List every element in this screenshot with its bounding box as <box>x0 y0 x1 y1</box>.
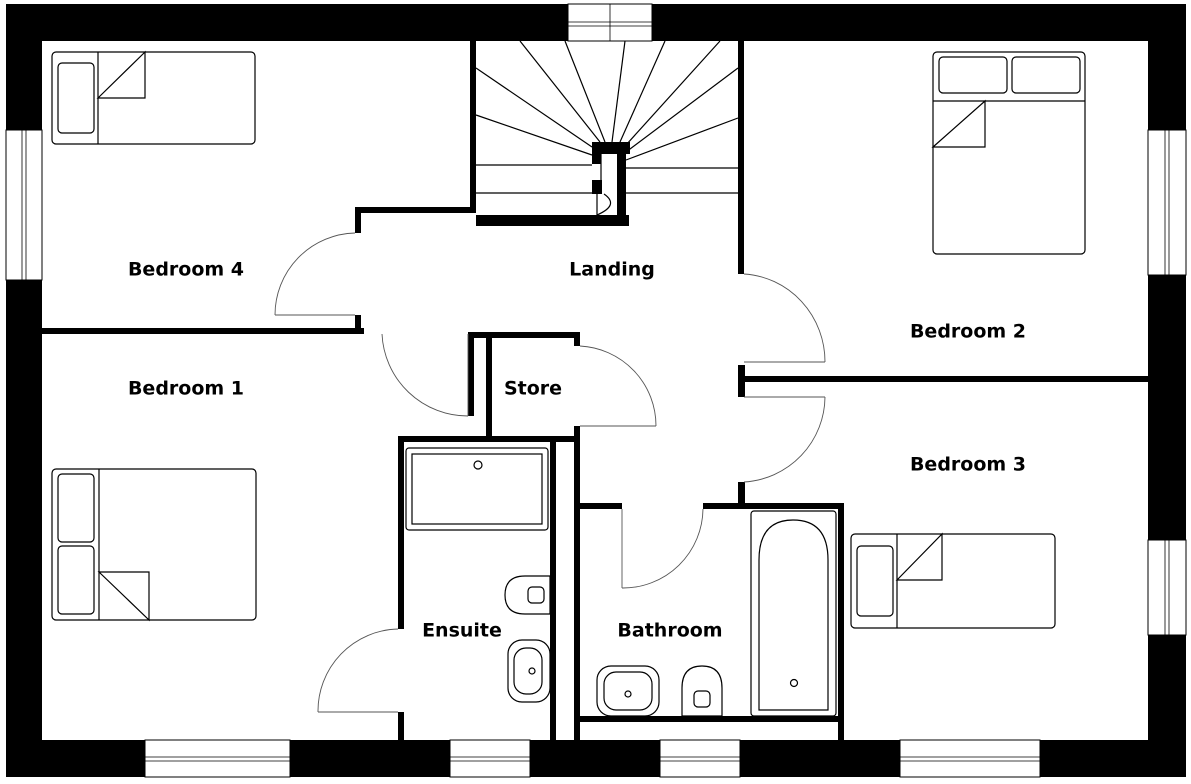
door-bedroom2 <box>743 273 826 363</box>
toilet-bathroom <box>681 665 723 717</box>
window-right-lower <box>1147 539 1187 636</box>
door-store <box>579 345 657 427</box>
door-bedroom3 <box>743 396 826 483</box>
bed-single-bedroom3 <box>850 532 1056 629</box>
label-ensuite: Ensuite <box>422 620 502 642</box>
bed-double-bedroom2 <box>931 51 1086 255</box>
window-right-upper <box>1147 129 1187 276</box>
label-bathroom: Bathroom <box>617 620 722 642</box>
bath-bathroom <box>750 510 837 717</box>
bed-single-bedroom4 <box>51 50 256 145</box>
staircase <box>475 40 739 226</box>
label-store: Store <box>504 378 562 400</box>
shower-tray-ensuite <box>405 447 549 531</box>
basin-ensuite <box>507 639 551 703</box>
door-bedroom4 <box>274 232 356 316</box>
window-bottom-bathroom <box>659 739 741 778</box>
windows <box>5 3 1187 778</box>
door-bathroom <box>621 508 704 589</box>
window-left <box>5 129 43 281</box>
basin-bathroom <box>596 665 660 717</box>
bed-double-bedroom1 <box>51 468 257 622</box>
window-bottom-bedroom1 <box>144 739 291 778</box>
furniture <box>51 50 1086 717</box>
interior-walls <box>42 41 1148 740</box>
label-landing: Landing <box>569 259 655 281</box>
door-bedroom1 <box>381 333 469 417</box>
label-bedroom1: Bedroom 1 <box>128 378 244 400</box>
label-bedroom4: Bedroom 4 <box>128 259 244 281</box>
window-bottom-ensuite <box>449 739 531 778</box>
window-top <box>567 3 653 42</box>
doors <box>274 232 826 713</box>
label-bedroom3: Bedroom 3 <box>910 454 1026 476</box>
toilet-ensuite <box>504 575 551 615</box>
label-bedroom2: Bedroom 2 <box>910 321 1026 343</box>
door-ensuite <box>317 628 399 713</box>
room-labels: Bedroom 4 Landing Bedroom 2 Bedroom 1 St… <box>128 259 1026 642</box>
window-bottom-bedroom3 <box>899 739 1041 778</box>
